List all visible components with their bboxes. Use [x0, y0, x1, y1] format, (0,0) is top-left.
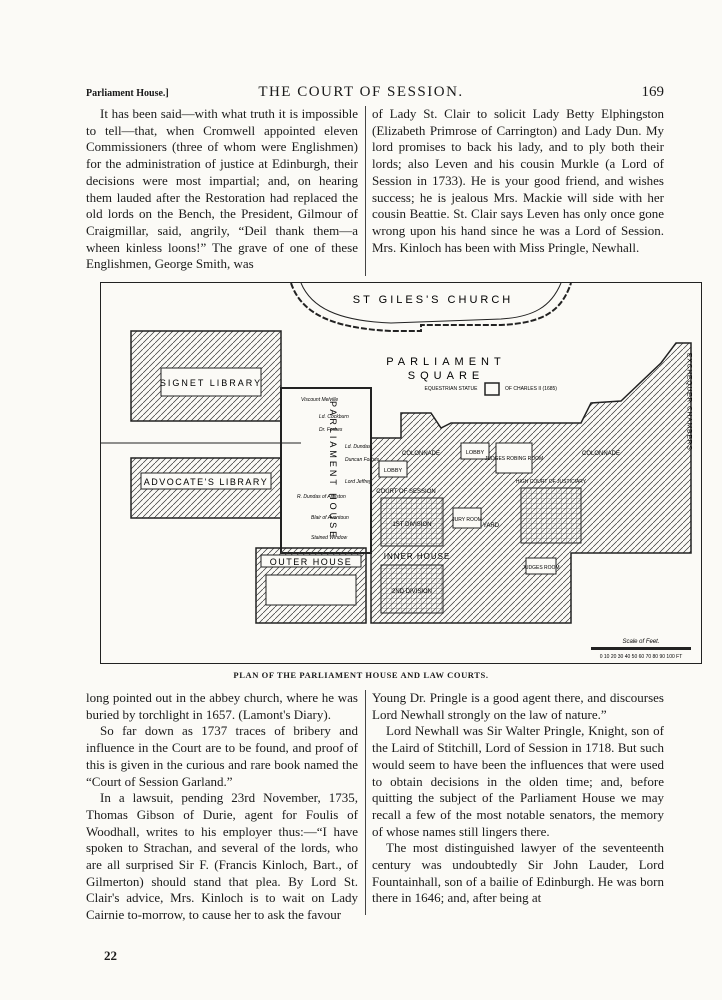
paragraph: long pointed out in the abbey church, wh…	[86, 690, 358, 722]
judges-room	[525, 557, 557, 575]
paragraph: of Lady St. Clair to solicit Lady Betty …	[372, 106, 664, 255]
lobby-room-2	[460, 442, 490, 460]
advocates-library-room	[140, 472, 272, 490]
judges-robing-label: JUDGES ROBING ROOM	[485, 456, 543, 462]
parliament-square-label-2: SQUARE	[408, 370, 484, 382]
first-division-label: 1ST DIVISION	[393, 522, 432, 528]
figure-caption: PLAN OF THE PARLIAMENT HOUSE AND LAW COU…	[233, 670, 489, 680]
paragraph: It has been said—with what truth it is i…	[86, 106, 358, 272]
statue-label-right: OF CHARLES II (1685)	[505, 386, 557, 392]
statue-label-left: EQUESTRIAN STATUE	[425, 386, 479, 392]
floor-plan-figure: ST GILES'S CHURCH PARLIAMENT SQUARE EQUE…	[100, 282, 702, 664]
inner-house-label: INNER HOUSE	[384, 552, 451, 561]
signature-mark: 22	[104, 948, 117, 963]
paragraph: The most distinguished lawyer of the sev…	[372, 840, 664, 906]
top-right-column: of Lady St. Clair to solicit Lady Betty …	[372, 106, 664, 256]
lobby-room	[378, 460, 408, 478]
judges-robing-room	[495, 442, 533, 474]
exchequer-label: EXCHEQUER CHAMBERS	[686, 353, 693, 451]
scale-title: Scale of Feet.	[622, 639, 659, 645]
outer-house-bays	[265, 574, 357, 606]
page-number: 169	[641, 84, 665, 100]
scale-bar	[591, 647, 691, 650]
second-division-label: 2ND DIVISION	[392, 589, 432, 595]
equestrian-statue-marker	[484, 382, 500, 396]
paragraph: Lord Newhall was Sir Walter Pringle, Kni…	[372, 723, 664, 839]
statue-label: Lord Jeffrey	[345, 479, 372, 485]
advocates-library-label: ADVOCATE'S LIBRARY	[144, 477, 268, 487]
courts-block	[370, 342, 692, 624]
statue-label: Viscount Melville	[301, 397, 338, 403]
outer-house-label: OUTER HOUSE	[270, 557, 353, 567]
paragraph: So far down as 1737 traces of bribery an…	[86, 723, 358, 789]
statue-label: Duncan Forbes	[345, 457, 380, 463]
yard-label: YARD	[483, 523, 500, 529]
colonnade-left-label: COLONNADE	[402, 451, 440, 457]
paragraph: Young Dr. Pringle is a good agent there,…	[372, 690, 664, 722]
bottom-left-column: long pointed out in the abbey church, wh…	[86, 690, 358, 924]
st-giles-label: ST GILES'S CHURCH	[353, 294, 513, 306]
column-rule-top	[365, 106, 366, 276]
lobby-label-2: LOBBY	[466, 450, 485, 456]
statue-label: R. Dundas of Arniston	[297, 494, 346, 500]
jury-room	[452, 507, 482, 529]
lobby-label: LOBBY	[384, 468, 403, 474]
signet-library-room	[160, 367, 262, 397]
statue-label: Ld. Cockburn	[319, 414, 349, 420]
paragraph: In a lawsuit, pending 23rd November, 173…	[86, 790, 358, 923]
scale-ticks: 0 10 20 30 40 50 60 70 80 90 100 FT	[600, 654, 683, 660]
column-rule-bottom	[365, 690, 366, 915]
high-court-room	[520, 487, 582, 544]
jury-room-label: JURY ROOM	[452, 517, 482, 523]
court-of-session-label: COURT OF SESSION	[376, 489, 435, 495]
statue-label: Stained Window	[311, 535, 347, 541]
parliament-house-label: PARLIAMENT HOUSE	[328, 401, 338, 540]
running-head-section: Parliament House.]	[86, 88, 169, 99]
statue-label: Dr. Forbes	[319, 427, 343, 433]
parliament-square-label-1: PARLIAMENT	[386, 356, 505, 368]
signet-library-label: SIGNET LIBRARY	[160, 378, 262, 388]
high-court-label: HIGH COURT OF JUSTICIARY	[516, 479, 587, 485]
statue-label: Blair of Avontoun	[311, 515, 349, 521]
colonnade-right-label: COLONNADE	[582, 451, 620, 457]
running-head-title: THE COURT OF SESSION.	[258, 84, 464, 100]
second-division-court	[380, 564, 444, 614]
statue-label: Ld. Dundas	[345, 444, 371, 450]
floor-plan-drawing: ST GILES'S CHURCH PARLIAMENT SQUARE EQUE…	[101, 282, 693, 660]
outer-house-title-box	[260, 554, 362, 568]
bottom-right-column: Young Dr. Pringle is a good agent there,…	[372, 690, 664, 907]
top-left-column: It has been said—with what truth it is i…	[86, 106, 358, 273]
first-division-court	[380, 497, 444, 547]
judges-room-label: JUDGES ROOM	[522, 565, 559, 571]
parliament-hall	[280, 387, 372, 554]
